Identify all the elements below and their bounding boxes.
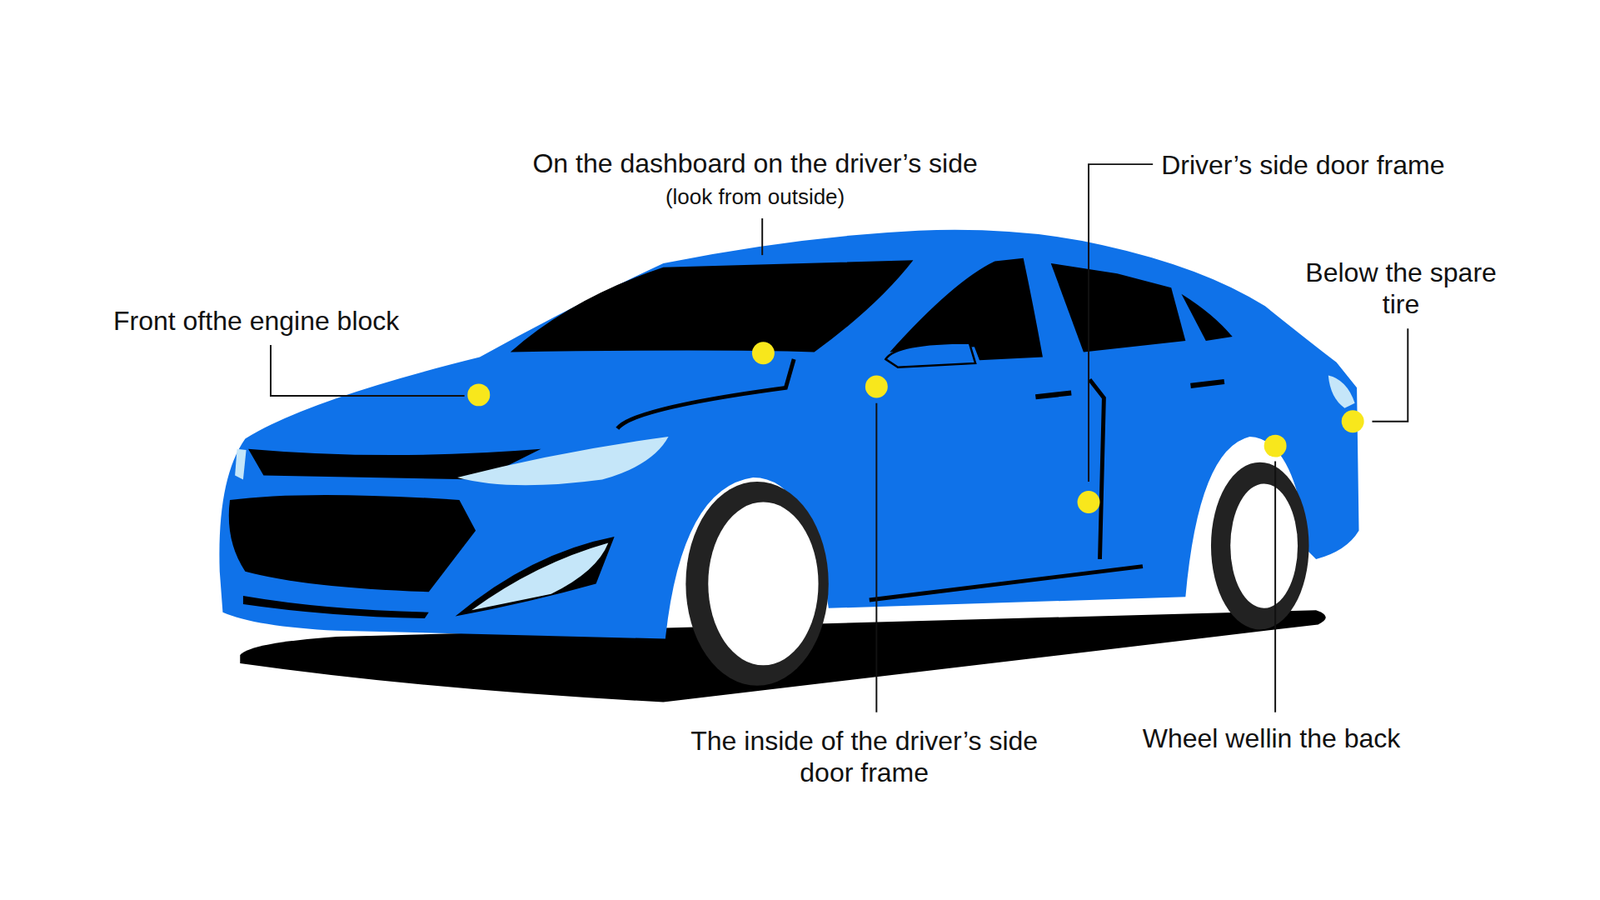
callout-label: Below the spare tire (1296, 257, 1506, 321)
windshield (510, 259, 914, 352)
sill-line (869, 566, 1143, 600)
leader-line (1088, 164, 1153, 482)
callout-label: Front ofthe engine block (113, 305, 399, 338)
fog-light (471, 542, 609, 610)
leader-line (1274, 460, 1277, 712)
door-handle (1035, 392, 1072, 397)
location-dot (865, 375, 888, 399)
headlight (457, 436, 668, 485)
location-dot (1341, 409, 1365, 433)
callout-label: On the dashboard on the driver’s side (532, 148, 977, 180)
quarter-window (1181, 294, 1232, 341)
leader-line (875, 403, 878, 713)
hood-crease (617, 358, 794, 429)
rear-side-window (1051, 263, 1187, 353)
rear-rim (1230, 483, 1298, 608)
lower-grille (229, 494, 476, 592)
callout-label: Wheel wellin the back (1142, 722, 1401, 755)
leader-line (1371, 328, 1408, 421)
rear-tire (1211, 462, 1310, 630)
location-dot (1264, 434, 1287, 458)
leader-line (761, 218, 763, 255)
callout-label: Driver’s side door frame (1161, 149, 1445, 182)
callout-label: (look from outside) (665, 184, 845, 210)
leader-line (270, 344, 465, 396)
fog-light-housing (455, 536, 615, 617)
bumper-line (243, 595, 429, 619)
taillight (1328, 375, 1356, 409)
side-headlight (234, 448, 246, 480)
door-handle (1190, 381, 1224, 386)
side-mirror (885, 342, 976, 367)
front-rim (707, 501, 818, 665)
front-tire (685, 481, 828, 686)
callout-label: The inside of the driver’s side door fra… (681, 725, 1048, 789)
door-seam (1089, 379, 1104, 560)
location-dot (752, 341, 775, 364)
location-dot (467, 383, 490, 406)
location-dot (1077, 490, 1101, 514)
